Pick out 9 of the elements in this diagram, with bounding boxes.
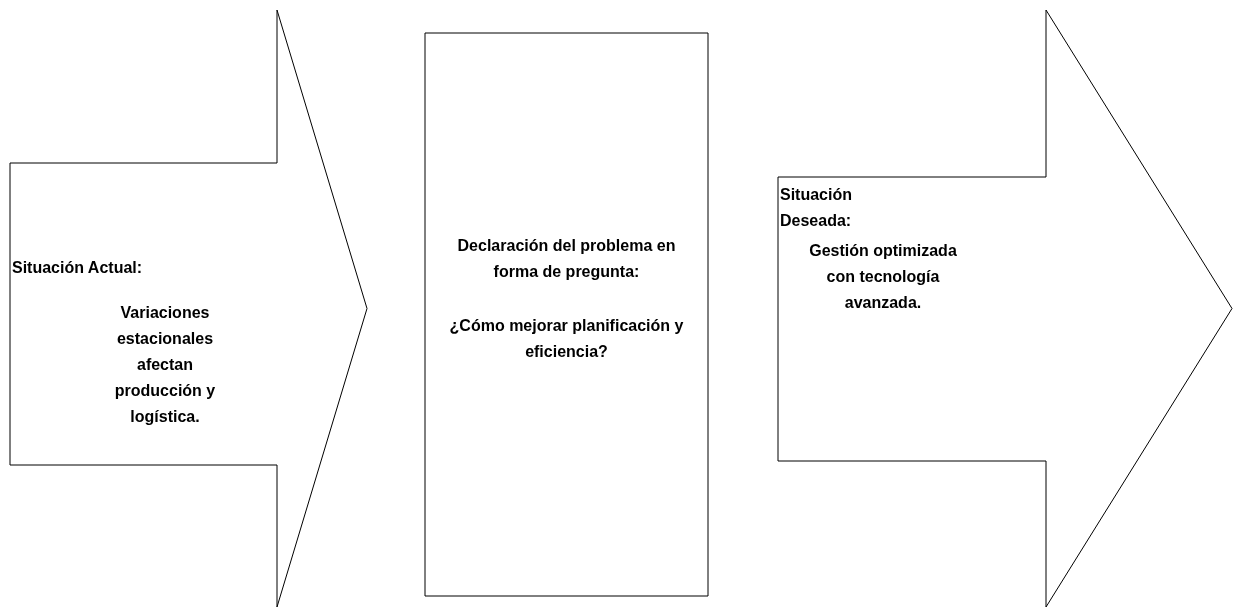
body-text: Gestión optimizada con tecnología avanzada. [808,241,958,313]
body-text: Variaciones estacionales afectan producción y logística. [113,303,217,427]
heading-text: Situación Deseada: [780,185,853,231]
heading-text: Situación Actual: [12,258,144,278]
heading-text: Declaración del problema en forma de pregunta: [456,236,677,282]
body-text: ¿Cómo mejorar planificación y eficiencia? [448,316,685,362]
block-arrow [10,10,367,607]
process-box [425,33,708,596]
block-arrow [778,10,1232,607]
